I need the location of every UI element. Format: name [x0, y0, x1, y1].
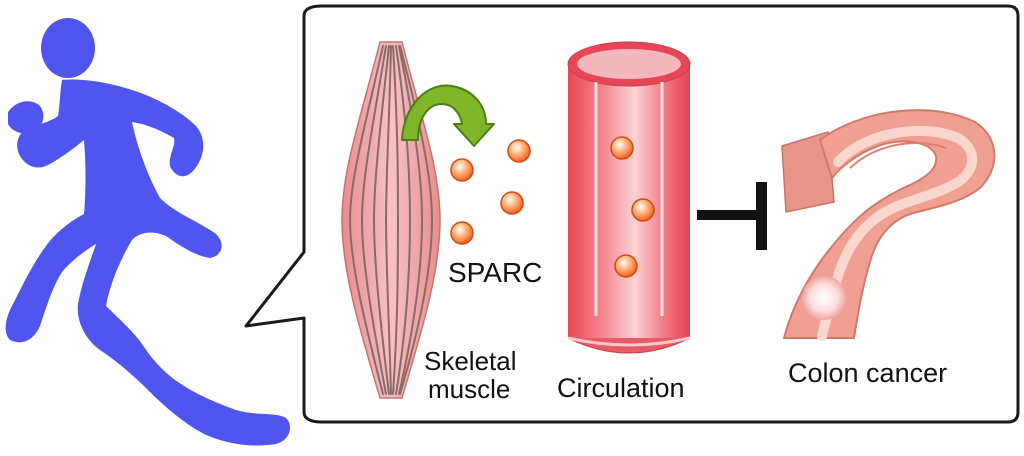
sparc-label: SPARC	[448, 257, 542, 288]
sparc-particle	[614, 254, 638, 278]
runner-silhouette-icon	[5, 18, 291, 446]
colon-illustration	[781, 109, 996, 341]
sparc-particle	[450, 158, 474, 182]
blood-vessel-illustration	[567, 41, 691, 354]
sparc-particle	[500, 191, 524, 215]
skeletal-muscle-label-line1: Skeletal	[424, 346, 517, 376]
green-curved-arrow-icon	[401, 84, 495, 147]
sparc-particle	[507, 139, 531, 163]
sparc-particle	[610, 136, 634, 160]
sparc-particles	[450, 139, 531, 245]
inhibition-t-bar-icon	[697, 182, 767, 250]
colon-cancer-label: Colon cancer	[788, 358, 947, 388]
skeletal-muscle-label-line2: muscle	[428, 374, 510, 404]
sparc-particle	[450, 221, 474, 245]
sparc-particle	[631, 198, 655, 222]
circulation-label: Circulation	[557, 373, 685, 403]
